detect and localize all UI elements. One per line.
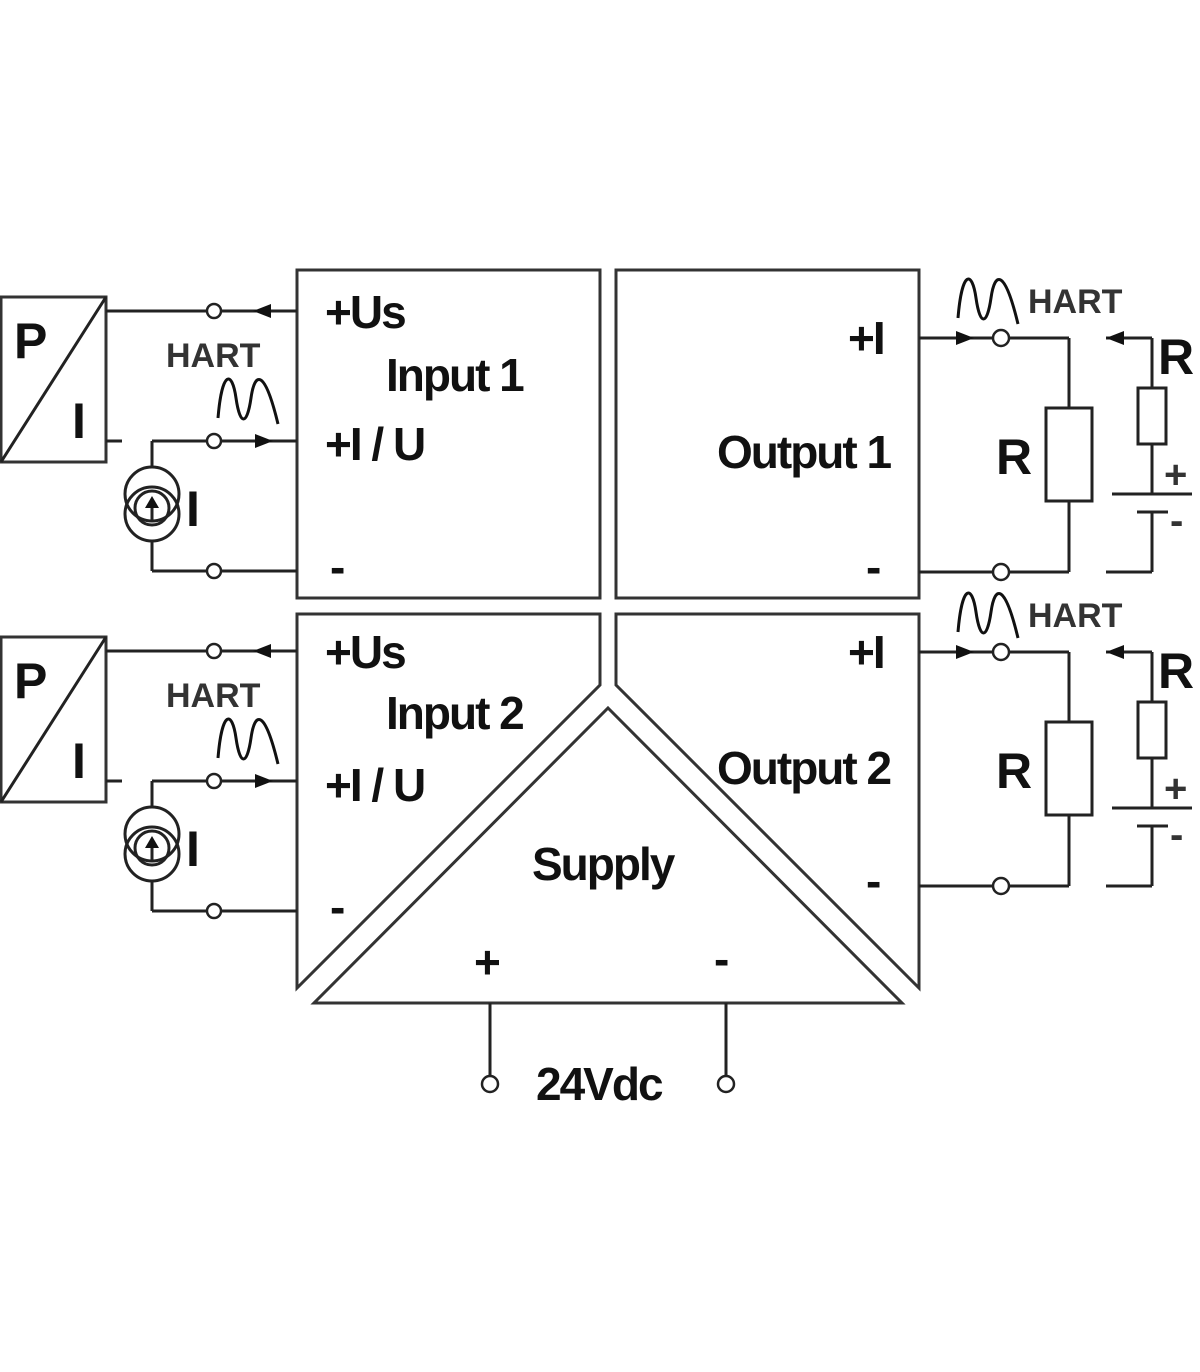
input-2-title: Input 2 <box>386 687 523 739</box>
output-1-minus-terminal <box>991 562 1011 582</box>
output-2-ext-resistor-label: R <box>1158 643 1194 699</box>
output-2-title: Output 2 <box>717 742 890 794</box>
supply-title: Supply <box>532 838 676 890</box>
input-2-iu-label: +I / U <box>325 759 424 811</box>
input-1-title: Input 1 <box>386 349 524 401</box>
supply-minus-label: - <box>714 933 728 985</box>
output-1-ext-resistor <box>1136 386 1168 446</box>
output-1-ext-arrow <box>1106 331 1124 345</box>
output-2-hart-label: HART <box>1028 597 1123 635</box>
input-1-hart-wave-icon <box>216 377 280 425</box>
supply-plus-label: + <box>474 936 499 988</box>
output-1-load-resistor <box>1044 406 1094 503</box>
output-1-load-label: R <box>996 429 1032 485</box>
input-2-iu-terminal <box>205 772 223 790</box>
output-1-hart-wave-icon <box>956 277 1020 325</box>
transmitter-1-diagonal <box>0 296 108 463</box>
input-1-iu-label: +I / U <box>325 418 424 470</box>
input-1-field-wiring: P I HART I <box>0 295 297 580</box>
input-2-us-arrow <box>253 644 271 658</box>
output-2-module <box>614 612 921 992</box>
output-2-minus-label: - <box>866 855 880 907</box>
supply-module <box>310 705 906 1005</box>
current-source-2-label: I <box>186 821 200 877</box>
output-1-title: Output 1 <box>717 426 891 478</box>
transmitter-2-i-label: I <box>72 733 86 789</box>
input-2-hart-label: HART <box>166 677 261 715</box>
input-2-hart-wave-icon <box>216 717 280 765</box>
input-1-minus-terminal <box>205 562 223 580</box>
output-1-plus-arrow <box>956 331 974 345</box>
output-1-field-wiring: HART R R + - <box>919 277 1194 582</box>
output-2-ext-arrow <box>1106 645 1124 659</box>
output-2-hart-wave-icon <box>956 591 1020 639</box>
transmitter-2-diagonal <box>0 636 108 803</box>
input-1-module <box>295 268 602 600</box>
input-1-us-arrow <box>253 304 271 318</box>
supply-plus-terminal <box>480 1074 500 1094</box>
input-2-minus-terminal <box>205 902 223 920</box>
current-source-1-label: I <box>186 481 200 537</box>
output-1-module <box>614 268 921 600</box>
supply-voltage-label: 24Vdc <box>536 1058 663 1110</box>
input-2-us-terminal <box>205 642 223 660</box>
input-1-iu-arrow <box>255 434 273 448</box>
output-1-battery-minus-label: - <box>1170 499 1183 543</box>
transmitter-2-p-label: P <box>14 653 47 709</box>
output-1-plus-i-label: +I <box>848 312 884 364</box>
output-2-battery-minus-label: - <box>1170 813 1183 857</box>
input-1-minus-label: - <box>330 541 344 593</box>
input-1-us-terminal <box>205 302 223 320</box>
transmitter-1-i-label: I <box>72 393 86 449</box>
input-2-iu-arrow <box>255 774 273 788</box>
output-2-plus-terminal <box>991 642 1011 662</box>
input-1-hart-label: HART <box>166 337 261 375</box>
input-1-us-label: +Us <box>325 286 405 338</box>
output-1-ext-resistor-label: R <box>1158 329 1194 385</box>
input-2-minus-label: - <box>330 881 344 933</box>
output-2-plus-i-label: +I <box>848 626 884 678</box>
input-2-field-wiring: P I HART I <box>0 635 297 920</box>
output-2-load-label: R <box>996 743 1032 799</box>
transmitter-1-p-label: P <box>14 313 47 369</box>
output-2-plus-arrow <box>956 645 974 659</box>
output-2-minus-terminal <box>991 876 1011 896</box>
output-2-battery-plus-label: + <box>1164 767 1187 811</box>
output-2-field-wiring: HART R R + - <box>919 591 1194 896</box>
output-1-battery-plus-label: + <box>1164 453 1187 497</box>
output-2-ext-resistor <box>1136 700 1168 760</box>
output-2-load-resistor <box>1044 720 1094 817</box>
output-1-hart-label: HART <box>1028 283 1123 321</box>
output-1-plus-terminal <box>991 328 1011 348</box>
input-2-us-label: +Us <box>325 626 405 678</box>
input-2-module <box>295 612 602 992</box>
supply-minus-terminal <box>716 1074 736 1094</box>
output-1-minus-label: - <box>866 541 880 593</box>
input-1-iu-terminal <box>205 432 223 450</box>
